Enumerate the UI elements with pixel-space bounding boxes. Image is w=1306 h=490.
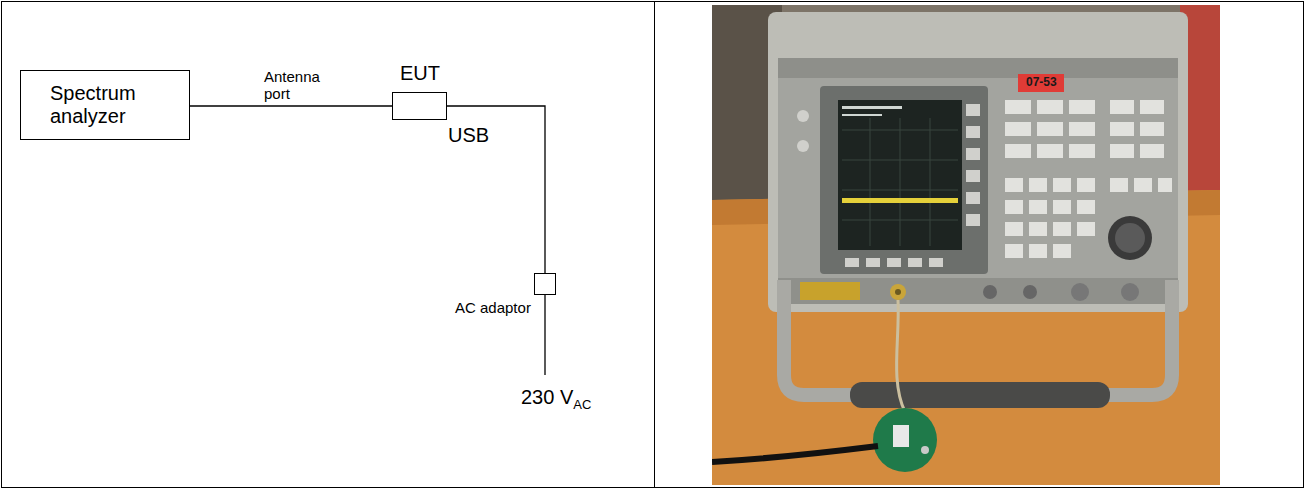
voltage-subscript: AC	[573, 397, 591, 412]
cable-label: USB	[448, 124, 489, 147]
instrument-box: Spectrum analyzer	[20, 70, 190, 140]
adaptor-box: AC adaptor	[534, 273, 556, 295]
inventory-sticker: 07-53	[1026, 76, 1057, 90]
port-label: Antenna port	[264, 68, 334, 103]
node-text: AC adaptor	[455, 299, 531, 316]
voltage-value: 230 V	[521, 386, 573, 408]
photo-illustration	[712, 5, 1220, 485]
cable-line	[190, 105, 392, 106]
node-text: EUT	[400, 62, 440, 85]
cell-divider	[654, 2, 655, 488]
cable-line	[447, 106, 545, 273]
mains-wire	[544, 295, 545, 375]
node-text: Spectrum analyzer	[50, 82, 160, 128]
supply-voltage: 230 VAC	[521, 386, 591, 413]
eut-box: EUT	[392, 92, 447, 120]
